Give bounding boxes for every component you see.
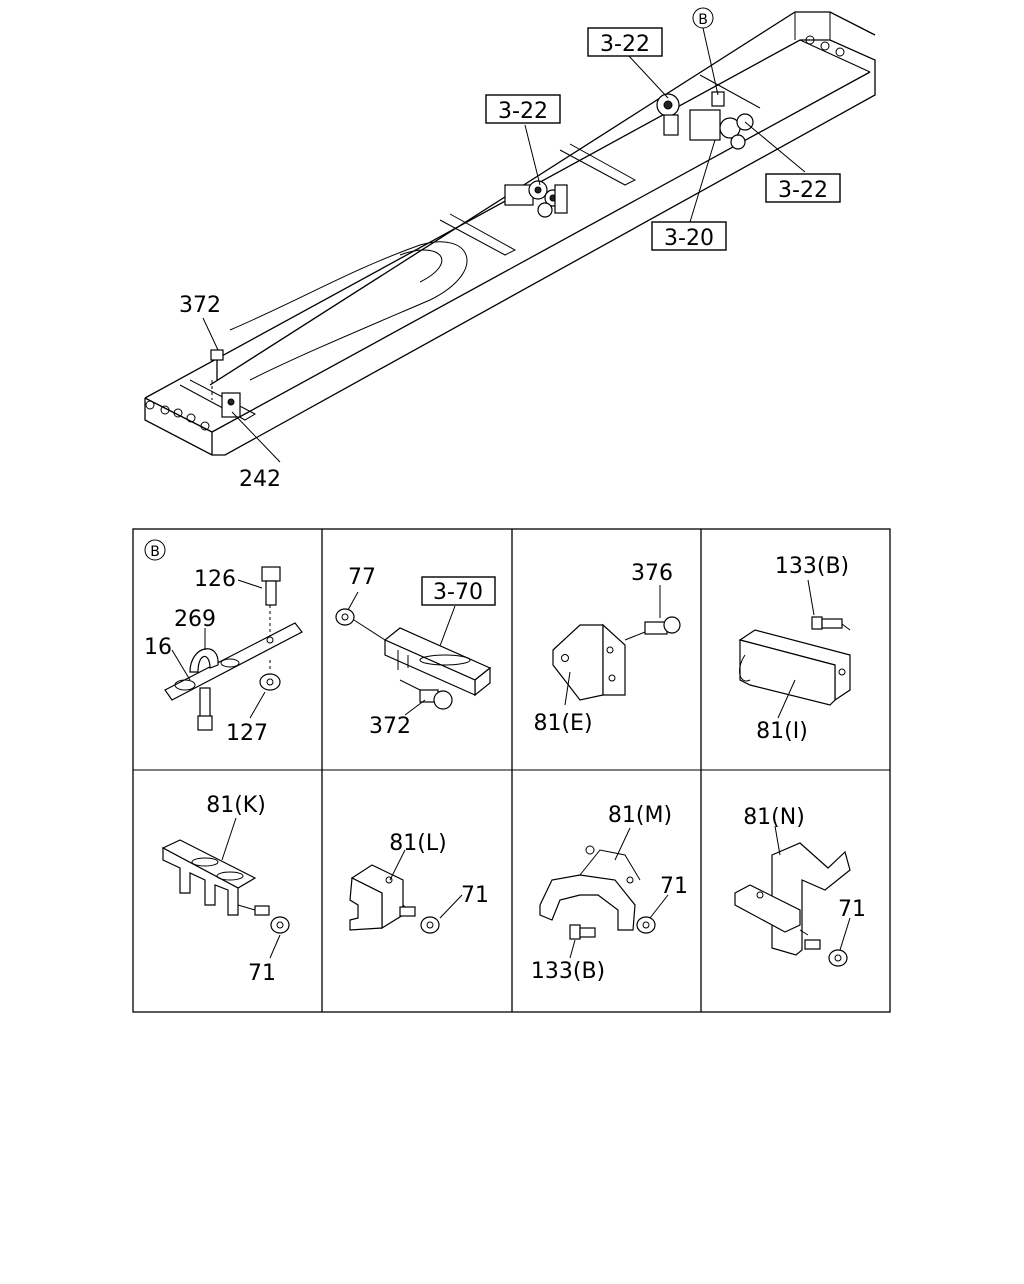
valve-cluster-rear bbox=[656, 91, 754, 150]
panel-4-detail: 133(B) 81(I) bbox=[738, 554, 851, 744]
label-71-panel6: 71 bbox=[461, 883, 489, 908]
label-81-n: 81(N) bbox=[743, 805, 805, 830]
callout-box bbox=[651, 221, 727, 251]
label-81-e: 81(E) bbox=[533, 711, 592, 736]
label-242: 242 bbox=[239, 467, 281, 492]
label-16: 16 bbox=[144, 635, 172, 660]
label-71-panel7: 71 bbox=[660, 874, 688, 899]
label-372-panel: 372 bbox=[369, 714, 411, 739]
panel-6-detail: 81(L) 71 bbox=[349, 831, 489, 934]
panel-2-detail: 3-70 77 372 bbox=[335, 565, 496, 739]
label-81-i: 81(I) bbox=[756, 719, 808, 744]
label-133-b-panel7: 133(B) bbox=[531, 959, 605, 984]
label-269: 269 bbox=[174, 607, 216, 632]
label-133-b-panel4: 133(B) bbox=[775, 554, 849, 579]
panel-b-ref: B bbox=[150, 544, 160, 560]
panel-3-detail: 376 81(E) bbox=[533, 561, 681, 736]
callout-3-70: 3-70 bbox=[433, 580, 483, 605]
label-126: 126 bbox=[194, 567, 236, 592]
label-376: 376 bbox=[631, 561, 673, 586]
callout-3-22-a: 3-22 bbox=[600, 32, 650, 57]
label-71-panel5: 71 bbox=[248, 961, 276, 986]
top-leaders bbox=[202, 27, 806, 463]
panel-7-detail: 81(M) 71 133(B) bbox=[531, 803, 688, 984]
callout-3-20: 3-20 bbox=[664, 226, 714, 251]
label-71-panel8: 71 bbox=[838, 897, 866, 922]
label-81-k: 81(K) bbox=[206, 793, 266, 818]
label-77: 77 bbox=[348, 565, 376, 590]
panel-b-detail: B 126 269 16 127 bbox=[144, 539, 303, 746]
front-bracket-group bbox=[210, 349, 241, 418]
valve-cluster-middle bbox=[504, 180, 568, 218]
callout-box bbox=[765, 173, 841, 203]
callout-3-22-b: 3-22 bbox=[498, 99, 548, 124]
chassis-frame bbox=[144, 11, 876, 456]
callout-3-22-c: 3-22 bbox=[778, 178, 828, 203]
panel-8-detail: 81(N) 71 bbox=[734, 805, 866, 967]
callout-box bbox=[485, 94, 561, 124]
callout-box bbox=[587, 27, 663, 57]
label-127: 127 bbox=[226, 721, 268, 746]
panel-5-detail: 81(K) 71 bbox=[161, 793, 290, 986]
label-81-m: 81(M) bbox=[608, 803, 672, 828]
circle-ref-b bbox=[692, 7, 714, 29]
label-81-l: 81(L) bbox=[389, 831, 446, 856]
label-372-top: 372 bbox=[179, 293, 221, 318]
detail-grid bbox=[132, 528, 891, 1013]
circle-ref-b-text: B bbox=[698, 12, 708, 28]
